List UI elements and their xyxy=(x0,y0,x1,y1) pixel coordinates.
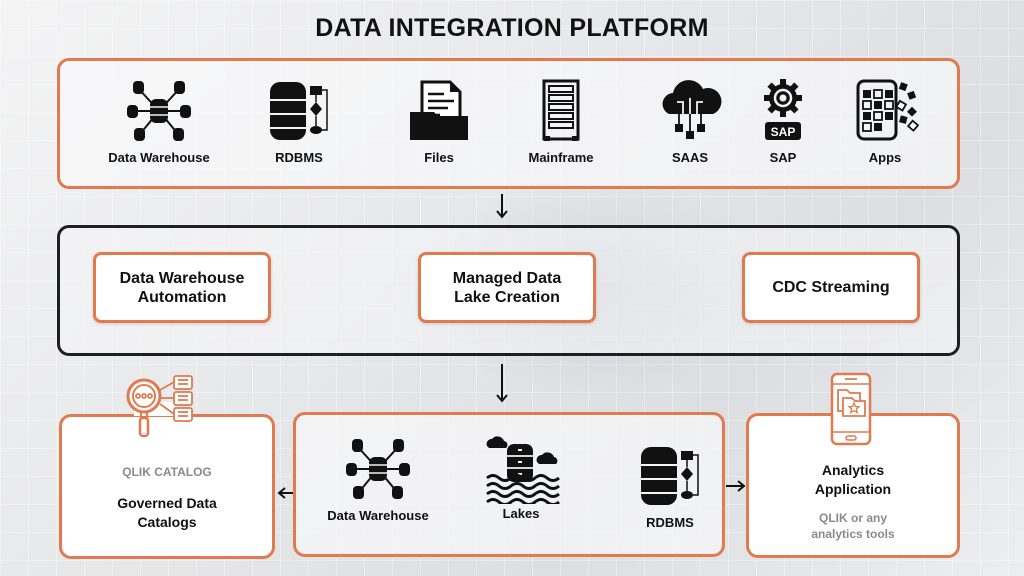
target-data-warehouse: Data Warehouse xyxy=(318,436,438,523)
source-label: Apps xyxy=(868,150,902,165)
target-rdbms: RDBMS xyxy=(610,443,730,530)
source-apps: Apps xyxy=(830,78,940,165)
source-sap: SAP SAP xyxy=(728,78,838,165)
process-cdc-streaming: CDC Streaming xyxy=(742,252,920,323)
target-label: RDBMS xyxy=(646,515,694,530)
mobile-apps-icon xyxy=(856,79,920,141)
arrow-down-icon xyxy=(496,364,508,403)
mobile-folder-star-icon xyxy=(830,372,872,446)
source-label: Mainframe xyxy=(528,150,594,165)
catalog-title: Governed Data Catalogs xyxy=(59,494,275,532)
catalog-title-line: Catalogs xyxy=(137,514,197,530)
source-label: SAP xyxy=(769,150,797,165)
catalog-search-icon xyxy=(126,375,193,438)
analytics-title-line: Analytics xyxy=(821,462,885,478)
source-saas: SAAS xyxy=(635,78,745,165)
sources-row: Data Warehouse RDBMS Files xyxy=(60,78,960,188)
page-title: DATA INTEGRATION PLATFORM xyxy=(315,14,709,42)
folder-document-icon xyxy=(410,80,468,140)
process-label: CDC Streaming xyxy=(772,279,890,296)
database-network-icon xyxy=(127,81,191,141)
analytics-subtitle: QLIK or any analytics tools xyxy=(746,510,960,542)
arrow-down-icon xyxy=(496,194,508,219)
analytics-title: Analytics Application xyxy=(746,461,960,499)
source-files: Files xyxy=(384,78,494,165)
process-label: Automation xyxy=(137,288,227,306)
svg-text:SAP: SAP xyxy=(771,125,796,139)
process-label: Data Warehouse xyxy=(119,269,245,287)
source-rdbms: RDBMS xyxy=(244,78,354,165)
source-label: RDBMS xyxy=(275,150,323,165)
source-label: Data Warehouse xyxy=(108,150,210,165)
database-network-icon xyxy=(346,439,410,499)
analytics-subtitle-line: QLIK or any xyxy=(818,511,887,525)
catalog-subtitle: QLIK CATALOG xyxy=(122,465,212,479)
catalog-card xyxy=(59,414,275,559)
analytics-subtitle-line: analytics tools xyxy=(811,527,895,541)
cloud-network-icon xyxy=(662,80,722,139)
arrow-right-icon xyxy=(726,480,746,492)
process-label: Lake Creation xyxy=(454,288,560,306)
database-flowchart-icon xyxy=(641,447,699,505)
sap-gear-icon: SAP xyxy=(764,79,802,140)
data-lake-icon xyxy=(486,436,560,504)
source-data-warehouse: Data Warehouse xyxy=(104,78,214,165)
arrow-left-icon xyxy=(277,487,295,499)
analytics-title-line: Application xyxy=(814,481,892,497)
source-mainframe: Mainframe xyxy=(506,78,616,165)
source-label: Files xyxy=(424,150,454,165)
database-flowchart-icon xyxy=(270,82,328,140)
target-label: Data Warehouse xyxy=(327,508,429,523)
source-label: SAAS xyxy=(671,150,709,165)
sources-panel xyxy=(57,58,960,189)
server-rack-icon xyxy=(542,79,580,141)
process-label: Managed Data xyxy=(452,269,562,287)
target-lakes: Lakes xyxy=(461,432,581,521)
catalog-title-line: Governed Data xyxy=(117,495,217,511)
target-label: Lakes xyxy=(502,506,540,521)
